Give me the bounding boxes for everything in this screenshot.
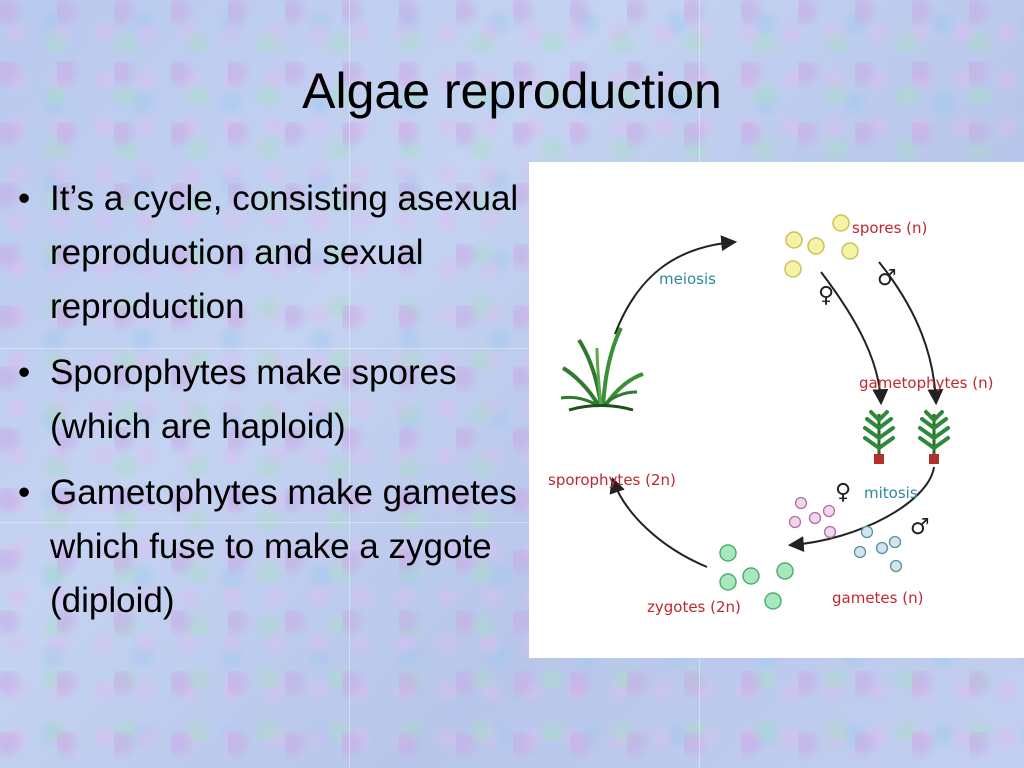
female-gamete-cell — [822, 504, 836, 518]
male-gamete-cell — [888, 535, 902, 549]
background-grid-line — [349, 0, 350, 768]
male-gamete-cluster — [853, 525, 903, 573]
bullet-item: • Gametophytes make gametes which fuse to… — [16, 466, 526, 628]
background-grid-line — [0, 522, 1024, 523]
bullet-text: It’s a cycle, consisting asexual reprodu… — [50, 179, 519, 326]
label-gametes: gametes (n) — [832, 589, 923, 607]
female-gamete-cell — [788, 515, 802, 529]
female-gamete-cell — [823, 525, 837, 539]
male-gametophyte-icon — [918, 410, 950, 464]
male-symbol-gametes: ♂ — [910, 515, 930, 540]
label-mitosis: mitosis — [864, 484, 918, 502]
female-gamete-cell — [794, 496, 808, 510]
label-spores: spores (n) — [852, 219, 927, 237]
label-zygotes: zygotes (2n) — [647, 598, 741, 616]
bullet-text: Sporophytes make spores (which are haplo… — [50, 353, 457, 446]
label-gametophytes: gametophytes (n) — [859, 374, 993, 392]
spore-cell — [785, 231, 803, 249]
male-symbol-spores: ♂ — [877, 266, 897, 291]
female-gametophyte-icon — [863, 410, 895, 464]
arrow-fertilization — [609, 476, 708, 568]
male-gamete-cell — [853, 545, 867, 559]
bullet-list: • It’s a cycle, consisting asexual reprod… — [16, 172, 526, 640]
label-meiosis: meiosis — [659, 270, 716, 288]
zygote-cell — [719, 544, 737, 562]
spore-cell — [807, 237, 825, 255]
background-grid-line — [0, 348, 1024, 349]
bullet-item: • Sporophytes make spores (which are hapl… — [16, 346, 526, 454]
arrow-mitosis — [787, 466, 935, 553]
male-gamete-cell — [875, 541, 889, 555]
zygote-cell — [764, 592, 782, 610]
life-cycle-svg: spores (n) meiosis gametophytes (n) mito… — [548, 214, 993, 616]
female-symbol-spores: ♀ — [818, 283, 834, 308]
female-gamete-cluster — [788, 496, 837, 539]
female-gamete-cell — [808, 511, 822, 525]
spore-cell — [784, 260, 802, 278]
label-sporophytes: sporophytes (2n) — [548, 471, 676, 489]
zygote-cell — [776, 562, 794, 580]
arrow-spores-to-female-gametophyte — [820, 271, 889, 406]
zygote-cell — [742, 567, 760, 585]
male-gamete-cell — [860, 525, 874, 539]
bullet-dot: • — [18, 179, 31, 218]
male-gamete-cell — [889, 559, 903, 573]
bullet-item: • It’s a cycle, consisting asexual reprod… — [16, 172, 526, 334]
slide-title: Algae reproduction — [302, 63, 722, 119]
arrow-meiosis — [614, 235, 738, 335]
spore-cluster — [784, 214, 859, 278]
spore-cell — [841, 242, 859, 260]
arrow-spores-to-male-gametophyte — [878, 261, 944, 406]
sporophyte-plant-icon — [560, 327, 644, 412]
bullet-dot: • — [18, 473, 31, 512]
bullet-dot: • — [18, 353, 31, 392]
zygote-cluster — [719, 544, 794, 610]
zygote-cell — [719, 573, 737, 591]
bullet-text: Gametophytes make gametes which fuse to … — [50, 473, 517, 620]
life-cycle-diagram: spores (n) meiosis gametophytes (n) mito… — [529, 162, 1024, 658]
spore-cell — [832, 214, 850, 232]
female-symbol-gametes: ♀ — [835, 480, 851, 505]
